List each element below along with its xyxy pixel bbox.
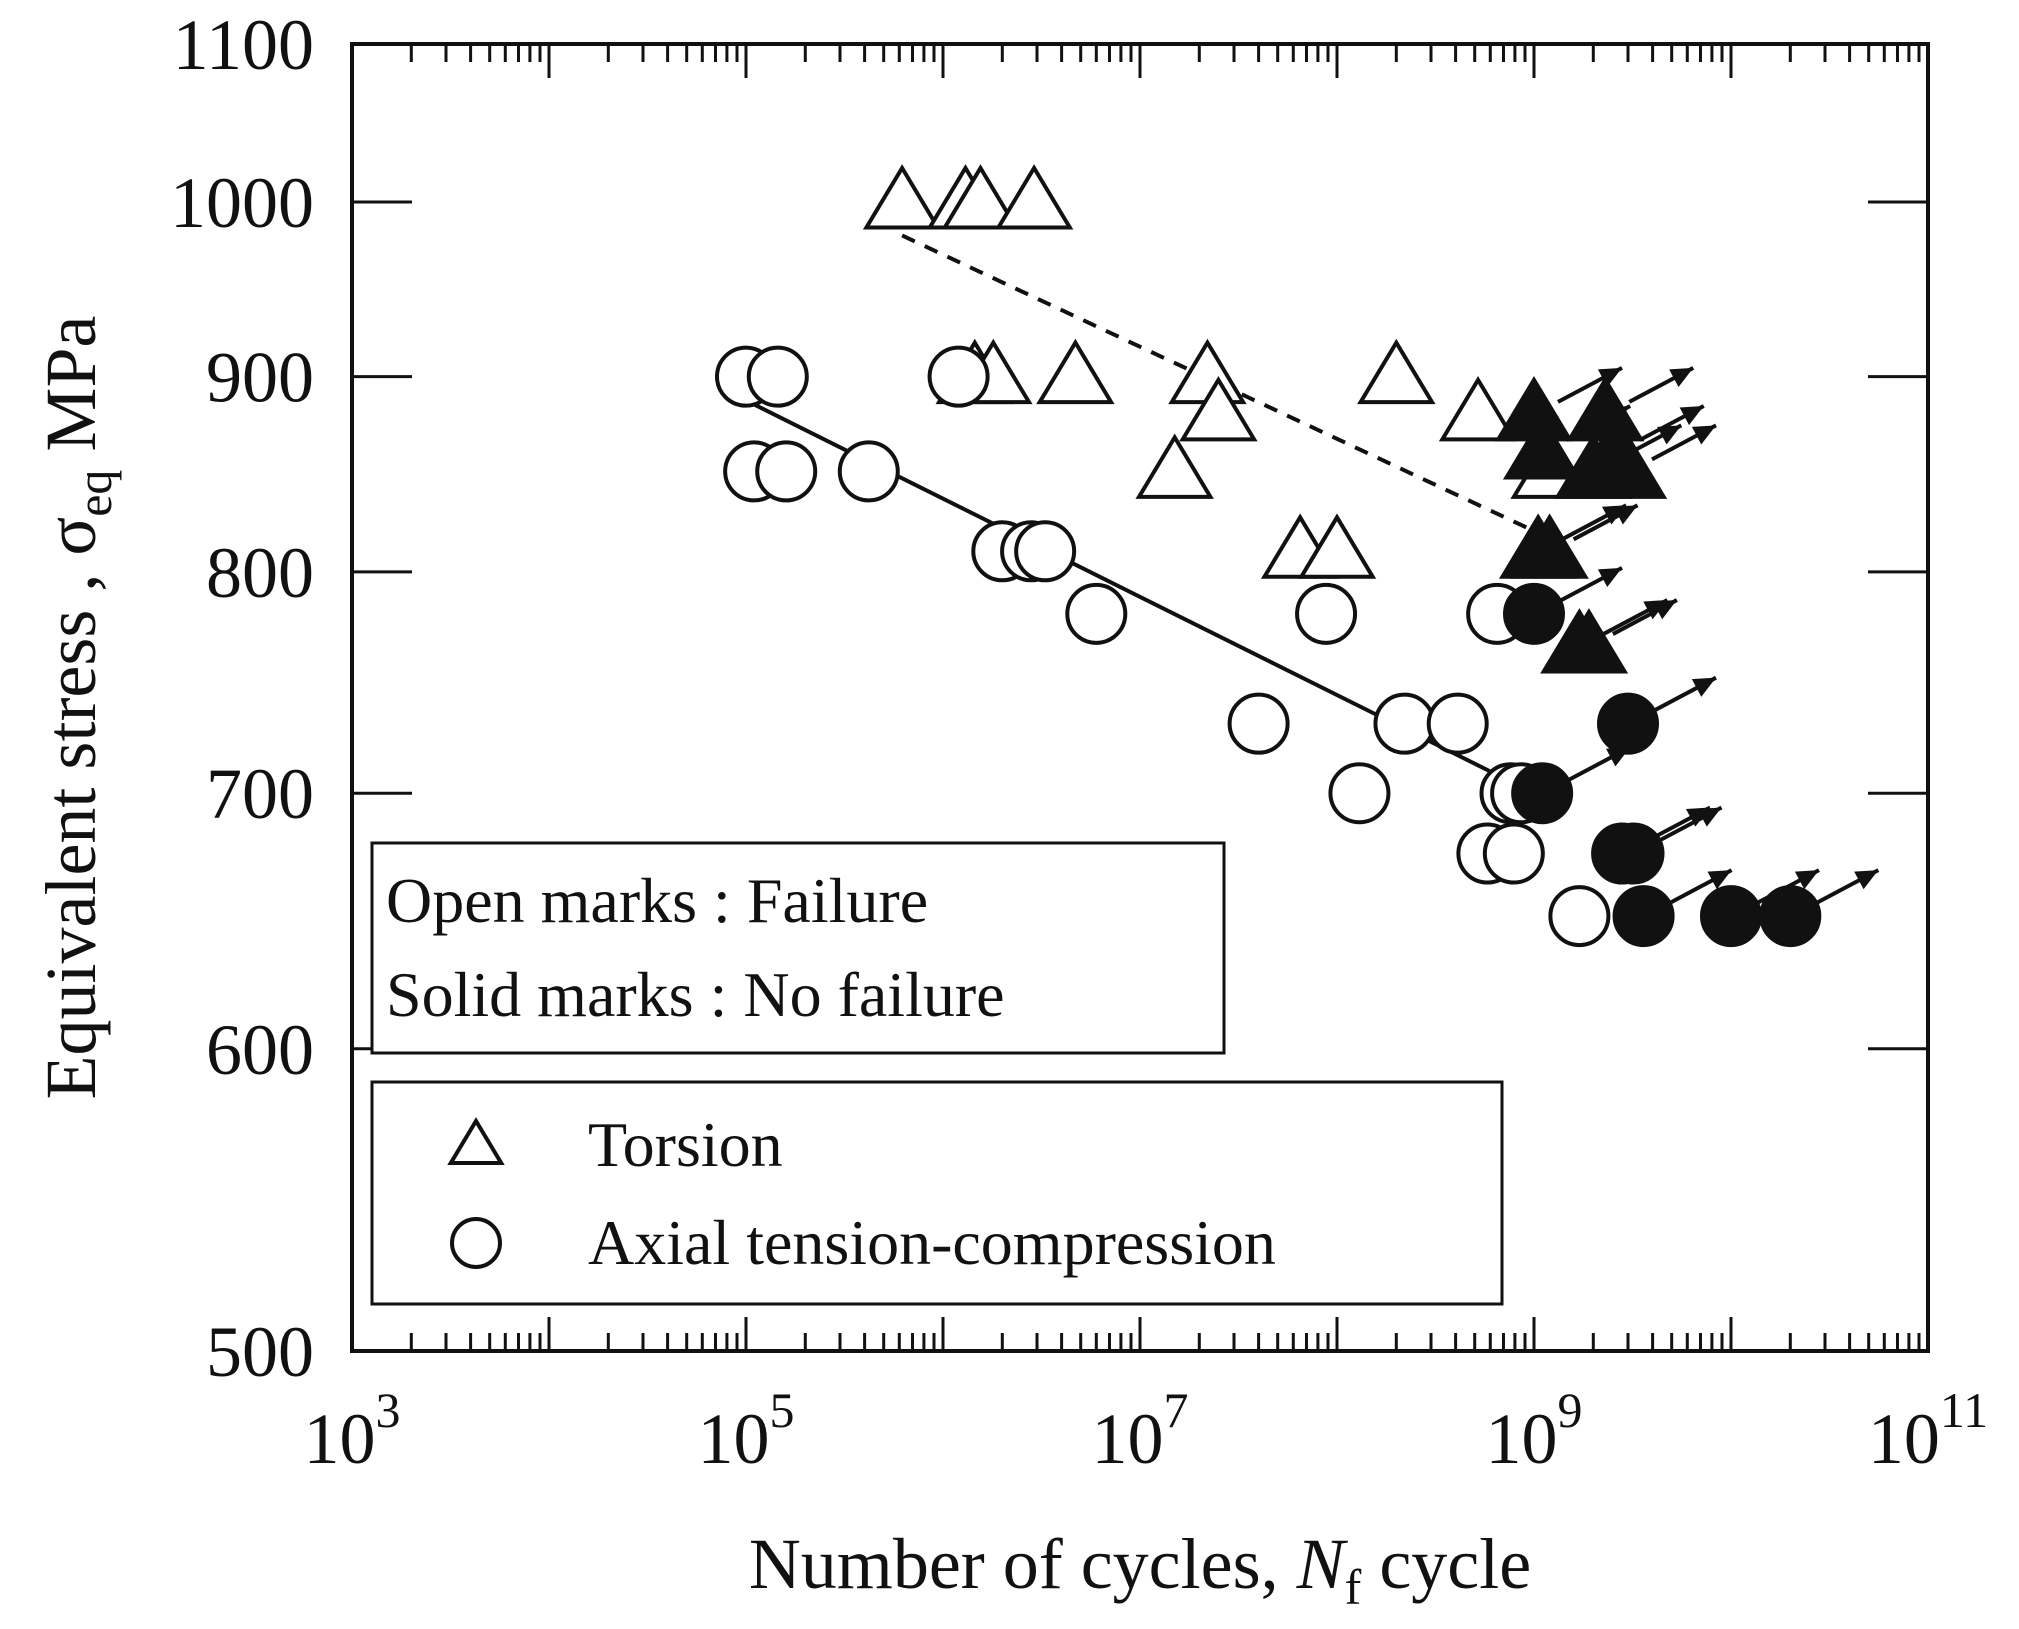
y-tick-label: 700: [206, 754, 314, 834]
torsion-failure-point: [941, 164, 1020, 230]
torsion-runout-point: [1510, 513, 1589, 579]
x-tick-label-base: 10: [304, 1399, 376, 1479]
torsion-failure-point: [994, 164, 1074, 230]
x-tick-label: 109: [1486, 1382, 1583, 1479]
runout-arrowhead: [1597, 367, 1622, 388]
legend-label-axial: Axial tension-compression: [588, 1207, 1276, 1278]
axial-failure-point: [1548, 885, 1611, 948]
y-tick-label: 800: [206, 533, 314, 613]
runout-arrowhead: [1854, 870, 1879, 890]
x-axis-title-var: N: [1296, 1524, 1349, 1604]
plot-frame: [350, 42, 1930, 1353]
note-box: Open marks : Failure Solid marks : No fa…: [370, 841, 1226, 1055]
note-line-failure: Open marks : Failure: [386, 865, 928, 936]
data-points: [715, 164, 1880, 948]
torsion-runout-point: [1549, 608, 1629, 674]
axial-failure-point: [1014, 520, 1077, 583]
x-tick-label-exp: 7: [1164, 1382, 1189, 1438]
x-tick-label-base: 10: [1868, 1399, 1940, 1479]
legend-triangle-marker: [447, 1117, 505, 1165]
legend: Torsion Axial tension-compression: [370, 1080, 1504, 1306]
axial-failure-point: [837, 440, 900, 503]
torsion-failure-point: [862, 164, 942, 230]
x-tick-label: 103: [304, 1382, 401, 1479]
runout-arrowhead: [1697, 807, 1722, 827]
legend-frame: [370, 1080, 1504, 1306]
torsion-failure-point: [1357, 338, 1436, 405]
y-tick-label: 900: [206, 338, 314, 418]
axial-runout-point: [1596, 692, 1659, 755]
legend-label-torsion: Torsion: [588, 1109, 783, 1180]
y-axis-title: Equivalent stress , σeq MPa: [31, 316, 122, 1100]
y-axis-title-var: σ: [31, 517, 111, 556]
runout-arrowhead: [1707, 870, 1732, 890]
y-tick-label: 600: [206, 1010, 314, 1090]
x-tick-label: 105: [698, 1382, 795, 1479]
x-axis-title-sub: f: [1345, 1559, 1362, 1615]
axial-failure-point: [1227, 692, 1290, 755]
runout-arrowhead: [1657, 425, 1682, 445]
axial-failure-point: [1426, 692, 1489, 755]
x-tick-label-exp: 9: [1558, 1382, 1583, 1438]
x-tick-label-exp: 3: [376, 1382, 401, 1438]
axial-runout-point: [1700, 885, 1762, 948]
x-tick-label: 107: [1092, 1382, 1189, 1479]
torsion-failure-point: [1297, 513, 1377, 579]
torsion-failure-point: [1179, 376, 1258, 442]
x-tick-label-base: 10: [698, 1399, 770, 1479]
runout-arrowhead: [1606, 406, 1631, 426]
runout-arrowhead: [1613, 505, 1638, 525]
x-axis-title-main: Number of cycles,: [749, 1524, 1297, 1604]
axial-failure-point: [746, 345, 809, 408]
axial-runout-point: [1511, 762, 1574, 825]
x-tick-label-base: 10: [1092, 1399, 1164, 1479]
runout-arrowhead: [1691, 425, 1716, 445]
axial-failure-point: [1482, 822, 1545, 885]
axial-runout-point: [1503, 582, 1565, 645]
y-axis-title-sub: eq: [66, 470, 122, 517]
axial-failure-point: [755, 440, 818, 503]
x-tick-label-exp: 11: [1940, 1382, 1988, 1438]
legend-circle-marker: [450, 1217, 502, 1269]
axial-runout-point: [1602, 822, 1665, 885]
y-tick-label: 1100: [173, 5, 314, 85]
runout-arrowhead: [1679, 406, 1704, 426]
x-tick-label-base: 10: [1486, 1399, 1558, 1479]
torsion-failure-point: [1438, 376, 1518, 442]
runout-arrowhead: [1794, 870, 1819, 890]
torsion-failure-point: [1135, 433, 1214, 499]
axial-failure-point: [927, 345, 990, 408]
runout-arrowhead: [1669, 367, 1694, 388]
y-tick-label: 500: [206, 1312, 314, 1392]
torsion-fit-line: [901, 233, 1535, 533]
x-tick-label-exp: 5: [770, 1382, 795, 1438]
x-axis-title-unit: cycle: [1361, 1524, 1531, 1604]
runout-arrowhead: [1606, 747, 1631, 767]
torsion-runout-point: [1588, 433, 1668, 499]
axial-runout-point: [1612, 885, 1675, 948]
runout-arrowhead: [1652, 600, 1677, 620]
y-axis-title-unit: MPa: [31, 316, 111, 470]
axial-failure-point: [1065, 582, 1128, 645]
x-tick-label: 1011: [1868, 1382, 1988, 1479]
torsion-runout-point: [1502, 414, 1582, 480]
y-tick-label: 1000: [170, 163, 314, 243]
axial-failure-point: [1373, 692, 1436, 755]
note-line-no-failure: Solid marks : No failure: [386, 959, 1005, 1030]
note-box-frame: [370, 841, 1226, 1055]
x-axis-title: Number of cycles, Nf cycle: [749, 1524, 1531, 1615]
axial-failure-point: [1295, 582, 1358, 645]
axial-runout-point: [1759, 885, 1822, 948]
runout-arrowhead: [1597, 567, 1622, 588]
torsion-failure-point: [1036, 338, 1115, 405]
y-axis-title-main: Equivalent stress ,: [31, 556, 111, 1100]
axial-failure-point: [1328, 762, 1391, 825]
runout-arrowhead: [1691, 677, 1716, 697]
